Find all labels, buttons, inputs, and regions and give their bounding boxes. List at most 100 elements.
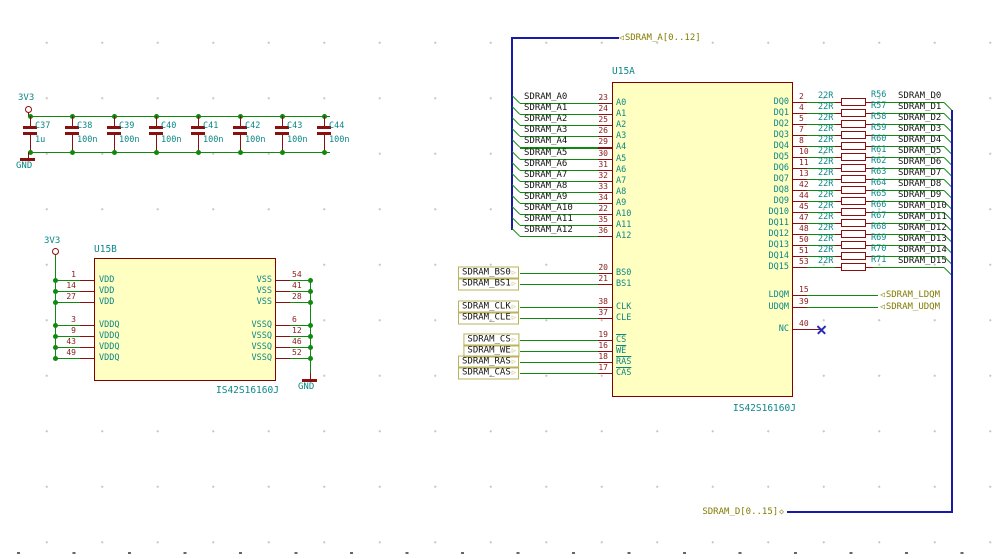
wire[interactable]	[793, 295, 878, 297]
wire[interactable]	[276, 347, 310, 349]
wire[interactable]	[807, 245, 837, 247]
wire[interactable]	[873, 135, 944, 137]
wire[interactable]	[520, 180, 612, 182]
net-label[interactable]: SDRAM_D9	[898, 190, 942, 200]
wire[interactable]	[55, 280, 94, 282]
power-flag-3v3[interactable]: 3V3	[44, 236, 61, 246]
net-label[interactable]: SDRAM_A3	[524, 125, 568, 136]
wire[interactable]	[873, 146, 944, 148]
wire[interactable]	[873, 113, 944, 115]
wire[interactable]	[520, 273, 612, 275]
wire[interactable]	[807, 124, 837, 126]
net-label[interactable]: SDRAM_D7	[898, 168, 942, 178]
net-label[interactable]: SDRAM_D3	[898, 124, 942, 134]
wire[interactable]	[807, 168, 837, 170]
net-label[interactable]: SDRAM_A12	[524, 225, 573, 236]
no-connect-icon[interactable]	[817, 325, 826, 334]
wire[interactable]	[873, 157, 944, 159]
net-label[interactable]: SDRAM_A11	[524, 214, 573, 225]
wire[interactable]	[520, 114, 612, 116]
resistor-body[interactable]	[841, 186, 866, 194]
net-label[interactable]: SDRAM_A1	[524, 103, 568, 114]
resistor-body[interactable]	[841, 164, 866, 172]
u15b-part-number[interactable]: IS42S16160J	[216, 385, 279, 396]
net-label[interactable]: SDRAM_D12	[898, 223, 947, 233]
power-flag-3v3[interactable]: 3V3	[18, 93, 35, 103]
gnd-symbol-icon[interactable]	[20, 158, 35, 161]
wire[interactable]	[873, 245, 944, 247]
wire[interactable]	[807, 267, 837, 269]
wire[interactable]	[520, 318, 612, 320]
net-label[interactable]: SDRAM_A8	[524, 180, 568, 191]
net-label[interactable]: SDRAM_D2	[898, 113, 942, 123]
wire[interactable]	[873, 190, 944, 192]
wire[interactable]	[807, 135, 837, 137]
net-label[interactable]: SDRAM_D10	[898, 201, 947, 211]
net-label[interactable]: SDRAM_D8	[898, 179, 942, 189]
hierarchical-label[interactable]: SDRAM_UDQM	[880, 301, 940, 313]
net-label[interactable]: SDRAM_D0	[898, 91, 942, 101]
global-label[interactable]: SDRAM_CLE	[458, 311, 519, 325]
net-label[interactable]: SDRAM_D13	[898, 234, 947, 244]
net-label[interactable]: SDRAM_A2	[524, 114, 568, 125]
wire[interactable]	[873, 168, 944, 170]
resistor-body[interactable]	[841, 131, 866, 139]
resistor-body[interactable]	[841, 263, 866, 271]
wire[interactable]	[807, 146, 837, 148]
global-label[interactable]: SDRAM_CAS	[458, 366, 519, 380]
wire[interactable]	[873, 267, 944, 269]
address-bus-label[interactable]: SDRAM_A[0..12]	[619, 32, 701, 44]
wire[interactable]	[873, 201, 944, 203]
wire[interactable]	[55, 336, 94, 338]
u15b-reference[interactable]: U15B	[94, 244, 117, 255]
resistor-body[interactable]	[841, 230, 866, 238]
net-label[interactable]: SDRAM_D4	[898, 135, 942, 145]
u15b-symbol-body[interactable]	[94, 258, 276, 381]
wire[interactable]	[55, 358, 94, 360]
wire[interactable]	[276, 291, 310, 293]
wire[interactable]	[276, 280, 310, 282]
wire[interactable]	[520, 284, 612, 286]
wire[interactable]	[807, 223, 837, 225]
wire[interactable]	[807, 179, 837, 181]
wire[interactable]	[276, 302, 310, 304]
wire[interactable]	[807, 201, 837, 203]
resistor-body[interactable]	[841, 252, 866, 260]
net-label[interactable]: SDRAM_A0	[524, 92, 568, 102]
wire[interactable]	[55, 347, 94, 349]
wire[interactable]	[520, 136, 612, 138]
resistor-body[interactable]	[841, 120, 866, 128]
wire[interactable]	[520, 225, 612, 227]
u15a-part-number[interactable]: IS42S16160J	[733, 403, 796, 414]
wire[interactable]	[807, 102, 837, 104]
net-label[interactable]: SDRAM_A10	[524, 203, 573, 213]
resistor-body[interactable]	[841, 219, 866, 227]
resistor-body[interactable]	[841, 197, 866, 205]
wire[interactable]	[873, 179, 944, 181]
resistor-body[interactable]	[841, 142, 866, 150]
resistor-body[interactable]	[841, 98, 866, 106]
wire[interactable]	[520, 125, 612, 127]
wire[interactable]	[793, 306, 878, 308]
wire[interactable]	[807, 113, 837, 115]
wire[interactable]	[276, 336, 310, 338]
address-bus[interactable]	[511, 37, 513, 230]
resistor-body[interactable]	[841, 109, 866, 117]
wire[interactable]	[520, 236, 612, 238]
wire[interactable]	[55, 325, 94, 327]
net-label[interactable]: SDRAM_D11	[898, 212, 947, 222]
net-label[interactable]: SDRAM_A6	[524, 158, 568, 169]
wire[interactable]	[520, 202, 612, 205]
resistor-body[interactable]	[841, 153, 866, 161]
net-label[interactable]: SDRAM_D6	[898, 157, 942, 167]
hierarchical-label[interactable]: SDRAM_LDQM	[880, 289, 940, 301]
net-label[interactable]: SDRAM_A7	[524, 169, 568, 180]
wire[interactable]	[520, 214, 612, 216]
wire[interactable]	[520, 191, 612, 193]
power-symbol-3v3-icon[interactable]	[52, 248, 59, 255]
wire[interactable]	[55, 291, 94, 293]
resistor-body[interactable]	[841, 208, 866, 216]
wire[interactable]	[520, 307, 612, 309]
net-label[interactable]: SDRAM_D5	[898, 146, 942, 156]
u15a-symbol-body[interactable]	[612, 82, 793, 397]
